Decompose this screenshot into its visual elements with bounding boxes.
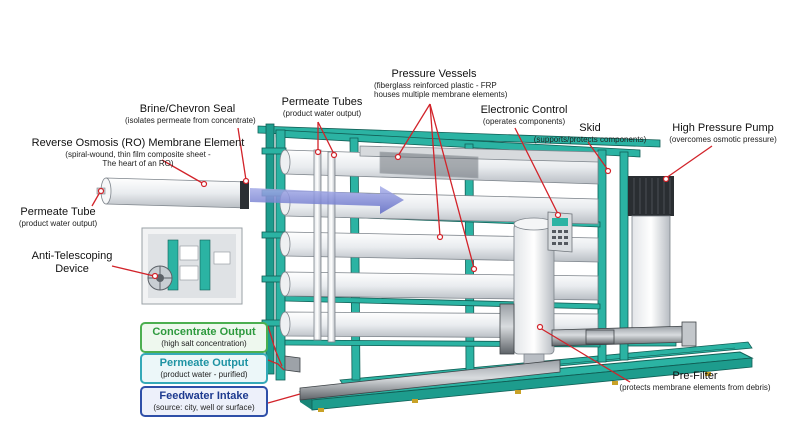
concentrate-output-box: Concentrate Output (high salt concentrat…	[140, 322, 268, 353]
electronic-control-panel	[547, 211, 573, 253]
pressure-vessels-sub1: (fiberglass reinforced plastic - FRP	[374, 80, 497, 90]
prefilter-title: Pre-Filter	[672, 370, 718, 382]
label-hp-pump: High Pressure Pump (overcomes osmotic pr…	[664, 122, 782, 144]
feedwater-intake-sub: (source: city, well or surface)	[153, 402, 255, 412]
label-electronic-control: Electronic Control (operates components)	[474, 104, 574, 126]
pressure-vessels-title: Pressure Vessels	[391, 68, 477, 80]
hp-pump-title: High Pressure Pump	[672, 122, 774, 134]
permeate-tubes	[313, 149, 336, 343]
hp-pump-sub: (overcomes osmotic pressure)	[669, 134, 777, 144]
label-brine-seal: Brine/Chevron Seal (isolates permeate fr…	[125, 103, 256, 125]
concentrate-output-sub: (high salt concentration)	[161, 338, 247, 348]
membrane-element	[96, 177, 249, 209]
ro-element-title: Reverse Osmosis (RO) Membrane Element	[31, 137, 245, 149]
high-pressure-pump	[627, 176, 677, 347]
label-permeate-tube: Permeate Tube (product water output)	[8, 206, 108, 228]
permeate-tube-title: Permeate Tube	[20, 206, 96, 218]
anti-telescoping-inset	[141, 227, 243, 305]
brine-seal-sub: (isolates permeate from concentrate)	[125, 115, 256, 125]
concentrate-output-title: Concentrate Output	[152, 326, 256, 338]
pressure-vessels-sub2: houses multiple membrane elements)	[374, 89, 508, 99]
skid-title: Skid	[579, 122, 601, 134]
label-permeate-tubes: Permeate Tubes (product water output)	[262, 96, 382, 118]
permeate-tube-sub: (product water output)	[18, 218, 98, 228]
permeate-output-sub: (product water - purified)	[160, 369, 248, 379]
electronic-control-title: Electronic Control	[480, 104, 568, 116]
ro-element-sub2: The heart of an RO)	[102, 158, 174, 168]
label-prefilter: Pre-Filter (protects membrane elements f…	[610, 370, 780, 392]
electronic-control-sub: (operates components)	[482, 116, 566, 126]
permeate-tubes-title: Permeate Tubes	[281, 96, 363, 108]
permeate-output-title: Permeate Output	[159, 357, 249, 369]
label-skid: Skid (supports/protects components)	[520, 122, 660, 144]
callout-lines	[91, 103, 713, 404]
feedwater-intake-title: Feedwater Intake	[159, 390, 249, 402]
permeate-tubes-sub: (product water output)	[282, 108, 362, 118]
pre-filter	[513, 217, 555, 369]
insertion-arrow	[250, 186, 404, 214]
label-pressure-vessels: Pressure Vessels (fiberglass reinforced …	[374, 68, 508, 99]
callout-dots	[97, 148, 670, 331]
label-anti-telescoping: Anti-Telescoping Device	[22, 250, 122, 275]
piping	[284, 303, 697, 401]
brine-seal-title: Brine/Chevron Seal	[139, 103, 236, 115]
prefilter-sub: (protects membrane elements from debris)	[619, 382, 771, 392]
skid-sub: (supports/protects components)	[533, 134, 647, 144]
ro-element-sub1: (spiral-wound, thin film composite sheet…	[65, 149, 211, 159]
anti-telescoping-line1: Anti-Telescoping	[31, 250, 113, 262]
permeate-output-box: Permeate Output (product water - purifie…	[140, 353, 268, 384]
feedwater-intake-box: Feedwater Intake (source: city, well or …	[140, 386, 268, 417]
label-ro-element: Reverse Osmosis (RO) Membrane Element (s…	[28, 137, 248, 168]
anti-telescoping-line2: Device	[55, 262, 89, 275]
